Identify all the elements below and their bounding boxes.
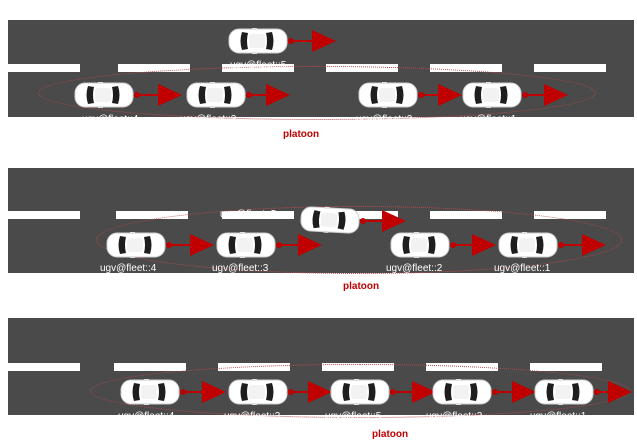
vehicle-label: ugv@fleet::4 <box>100 263 156 275</box>
vehicle-label: ugv@fleet::1 <box>460 114 516 126</box>
vehicle <box>330 378 390 406</box>
car-top-view-icon <box>74 81 134 109</box>
direction-arrow <box>288 379 332 405</box>
vehicle <box>74 81 134 109</box>
car-top-view-icon <box>120 378 180 406</box>
car-top-view-icon <box>186 81 246 109</box>
direction-arrow <box>246 82 290 108</box>
vehicle <box>216 231 276 259</box>
direction-arrow <box>134 82 182 108</box>
red-arrow-icon <box>180 379 226 405</box>
vehicle <box>186 81 246 109</box>
direction-arrow <box>492 379 536 405</box>
direction-arrow <box>288 28 336 54</box>
lane-dash <box>8 363 80 371</box>
direction-arrow <box>390 379 436 405</box>
road-top-edge <box>8 154 634 157</box>
vehicle <box>358 81 418 109</box>
road-top-edge <box>8 6 634 9</box>
lane-dash <box>114 363 186 371</box>
car-top-view-icon <box>462 81 522 109</box>
direction-arrow <box>180 379 226 405</box>
red-arrow-icon <box>246 82 290 108</box>
direction-arrow <box>594 379 632 405</box>
car-top-view-icon <box>216 231 276 259</box>
red-arrow-icon <box>390 379 436 405</box>
red-arrow-icon <box>166 232 214 258</box>
vehicle <box>120 378 180 406</box>
car-top-view-icon <box>228 27 288 55</box>
direction-arrow <box>558 232 606 258</box>
car-top-view-icon <box>534 378 594 406</box>
lane-dash <box>534 64 606 72</box>
direction-arrow <box>450 232 496 258</box>
vehicle <box>498 231 558 259</box>
car-top-view-icon <box>358 81 418 109</box>
red-arrow-icon <box>134 82 182 108</box>
red-arrow-icon <box>558 232 606 258</box>
vehicle-label: ugv@fleet::1 <box>494 263 550 275</box>
direction-arrow <box>418 82 462 108</box>
vehicle <box>106 231 166 259</box>
vehicle <box>462 81 522 109</box>
direction-arrow <box>276 232 322 258</box>
lane-dash <box>530 363 602 371</box>
road-top-edge <box>8 304 634 307</box>
platoon-label: platoon <box>372 429 408 441</box>
label-separator: — <box>440 114 451 126</box>
red-arrow-icon <box>492 379 536 405</box>
red-arrow-icon <box>418 82 462 108</box>
vehicle <box>432 378 492 406</box>
red-arrow-icon <box>288 28 336 54</box>
lane-dash <box>8 211 80 219</box>
vehicle-label: ugv@fleet::5 <box>230 60 286 72</box>
car-top-view-icon <box>228 378 288 406</box>
vehicle-label: ugv@fleet::3 <box>180 114 236 126</box>
direction-arrow <box>166 232 214 258</box>
lane-dash <box>8 64 80 72</box>
red-arrow-icon <box>450 232 496 258</box>
red-arrow-icon <box>288 379 332 405</box>
car-top-view-icon <box>330 378 390 406</box>
vehicle-label: ugv@fleet::4 <box>118 411 174 423</box>
vehicle-label: ugv@fleet::5 <box>220 209 276 221</box>
vehicle-label: ugv@fleet::4 <box>82 114 138 126</box>
vehicle-label: ugv@fleet::3 <box>212 263 268 275</box>
platoon-label: platoon <box>283 129 319 141</box>
vehicle <box>390 231 450 259</box>
red-arrow-icon <box>594 379 632 405</box>
vehicle <box>228 27 288 55</box>
car-top-view-icon <box>498 231 558 259</box>
vehicle-label: ugv@fleet::2 <box>356 114 412 126</box>
vehicle <box>299 204 360 235</box>
car-top-view-icon <box>106 231 166 259</box>
vehicle-label: ugv@fleet::2 <box>386 263 442 275</box>
vehicle <box>534 378 594 406</box>
vehicle-label: ugv@fleet::5 <box>325 411 381 423</box>
car-top-view-icon <box>299 204 360 235</box>
vehicle-label: ugv@fleet::1 <box>530 411 586 423</box>
vehicle-label: ugv@fleet::3 <box>224 411 280 423</box>
vehicle-label: ugv@fleet::2 <box>426 411 482 423</box>
red-arrow-icon <box>522 82 568 108</box>
direction-arrow <box>522 82 568 108</box>
car-top-view-icon <box>390 231 450 259</box>
car-top-view-icon <box>432 378 492 406</box>
platoon-label: platoon <box>343 281 379 293</box>
red-arrow-icon <box>276 232 322 258</box>
vehicle <box>228 378 288 406</box>
